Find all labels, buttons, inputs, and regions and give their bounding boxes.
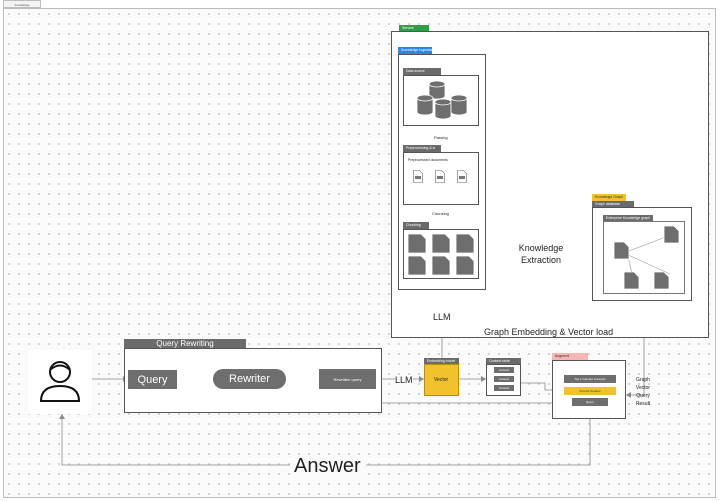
file-icon [435,170,445,183]
knowledge-graph-tag: Knowledge Graph [592,194,626,201]
knowledge-ingestion-tag: Knowledge Ingestion [398,47,432,54]
database-icon [416,80,468,120]
context-item: Context [494,376,514,382]
knowledge-extraction-line2: Extraction [520,255,562,265]
service-tag: Service [399,25,429,31]
context-item: Context [494,385,514,391]
user-icon [39,361,81,402]
result-word: Query [636,393,650,399]
canvas-tab[interactable]: Knowledge [3,0,41,8]
file-icon [413,170,423,183]
vector-label: Vector [434,377,449,383]
knowledge-extraction-line1: Knowledge [518,243,564,253]
query-button[interactable]: Query [128,370,177,389]
enterprise-knowledge-graph-tag: Enterprise Knowledge graph [603,215,653,221]
embedding-model-tag: Embedding model [424,358,459,364]
chunking-tag: Chunking [403,222,429,229]
augment-query: Query [572,398,608,406]
context-store-tag: Context store [486,358,521,364]
augment-tag: Augment [552,353,588,360]
rewriter-button[interactable]: Rewriter [213,369,286,389]
context-item: Context [494,367,514,373]
llm-label-top: LLM [433,312,451,322]
result-word: Result [635,401,651,407]
llm-label-bottom: LLM [395,375,413,385]
result-word: Graph [636,377,650,383]
parsing-label: Parsing [434,135,448,140]
chunking-label: Chunking [432,211,449,216]
graph-vector-query-result-label: Graph Vector Query Result [630,376,656,408]
graph-embedding-label: Graph Embedding & Vector load [482,327,616,337]
answer-label: Answer [290,455,365,478]
document-chunks [407,233,475,276]
query-rewriting-tag: Query Rewriting [124,339,246,348]
knowledge-extraction-label: Knowledge Extraction [518,242,564,266]
preprocessed-caption: Preprocessed documents [408,158,448,162]
embedding-model-box [424,364,459,396]
graph-nodes [613,225,680,290]
top-k-contexts: Top k relevant Contexts [564,375,616,383]
preprocessing-tag: Preprocessing & cl [403,145,441,152]
data-source-tag: Data source [403,68,441,75]
result-word: Vector [635,385,651,391]
file-icon [457,170,467,183]
rewritten-query-button[interactable]: Rewritten query [319,369,376,389]
prompt-context: Prompt Context [564,387,616,395]
graph-database-tag: Graph database [592,201,634,207]
